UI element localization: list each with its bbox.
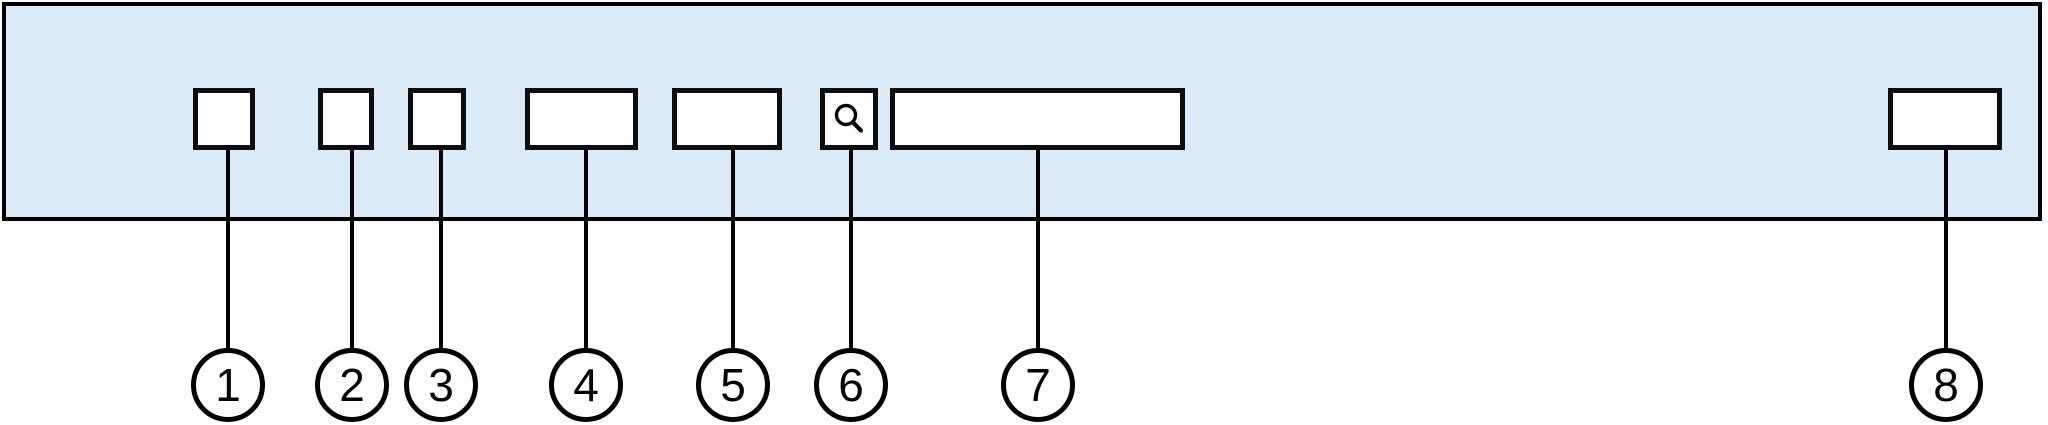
search-icon (825, 93, 873, 145)
callout-2: 2 (315, 348, 389, 422)
leader-line-1 (226, 150, 230, 348)
callout-6-number: 6 (838, 359, 864, 411)
callout-5: 5 (696, 348, 770, 422)
leader-line-4 (584, 150, 588, 348)
leader-line-8 (1944, 150, 1948, 348)
leader-line-7 (1036, 150, 1040, 348)
toolbar-button-8[interactable] (1888, 88, 2002, 150)
callout-4: 4 (549, 348, 623, 422)
leader-line-5 (731, 150, 735, 348)
toolbar-button-2[interactable] (318, 88, 374, 150)
callout-8-number: 8 (1933, 359, 1959, 411)
leader-line-3 (439, 150, 443, 348)
callout-4-number: 4 (573, 359, 599, 411)
toolbar-button-3[interactable] (408, 88, 466, 150)
callout-1: 1 (191, 348, 265, 422)
toolbar-dropdown-4[interactable] (525, 88, 638, 150)
callout-3: 3 (404, 348, 478, 422)
callout-2-number: 2 (339, 359, 365, 411)
callout-5-number: 5 (720, 359, 746, 411)
toolbar-button-1[interactable] (193, 88, 255, 150)
callout-1-number: 1 (215, 359, 241, 411)
callout-6: 6 (814, 348, 888, 422)
leader-line-6 (849, 150, 853, 348)
search-input-7[interactable] (890, 88, 1185, 150)
callout-7: 7 (1001, 348, 1075, 422)
callout-3-number: 3 (428, 359, 454, 411)
callout-7-number: 7 (1025, 359, 1051, 411)
leader-line-2 (350, 150, 354, 348)
callout-8: 8 (1909, 348, 1983, 422)
toolbar-dropdown-5[interactable] (672, 88, 782, 150)
search-button-6[interactable] (820, 88, 878, 150)
